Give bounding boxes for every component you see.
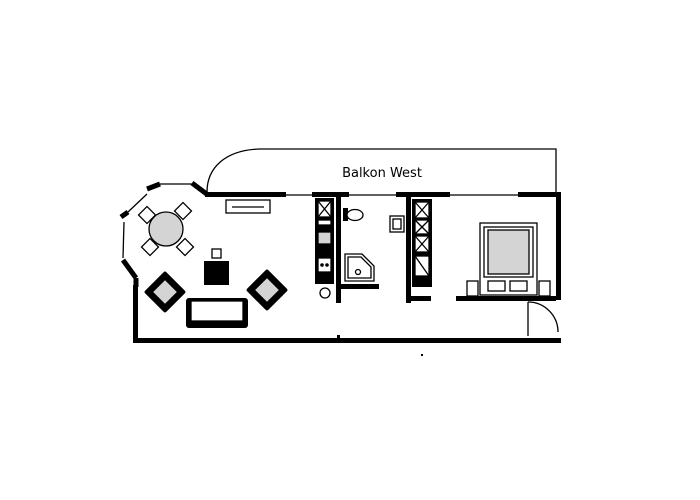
wardrobe (412, 199, 432, 287)
wall-marker (337, 335, 340, 338)
exterior-walls (119, 181, 561, 343)
shower (344, 253, 375, 282)
wall-marker (421, 354, 423, 356)
toilet (343, 208, 364, 222)
armchair-left (144, 271, 186, 313)
coffee-table (204, 248, 229, 285)
dining-table (137, 201, 195, 257)
balcony-label: Balkon West (342, 166, 422, 181)
kitchen-counter (315, 198, 334, 299)
sofa (186, 298, 248, 328)
balcony-west (206, 148, 557, 196)
double-bed (466, 222, 551, 297)
wash-basin (389, 215, 405, 233)
radiator (225, 199, 271, 214)
armchair-right (246, 269, 288, 311)
entrance-door (527, 301, 559, 336)
interior-walls (336, 197, 556, 303)
